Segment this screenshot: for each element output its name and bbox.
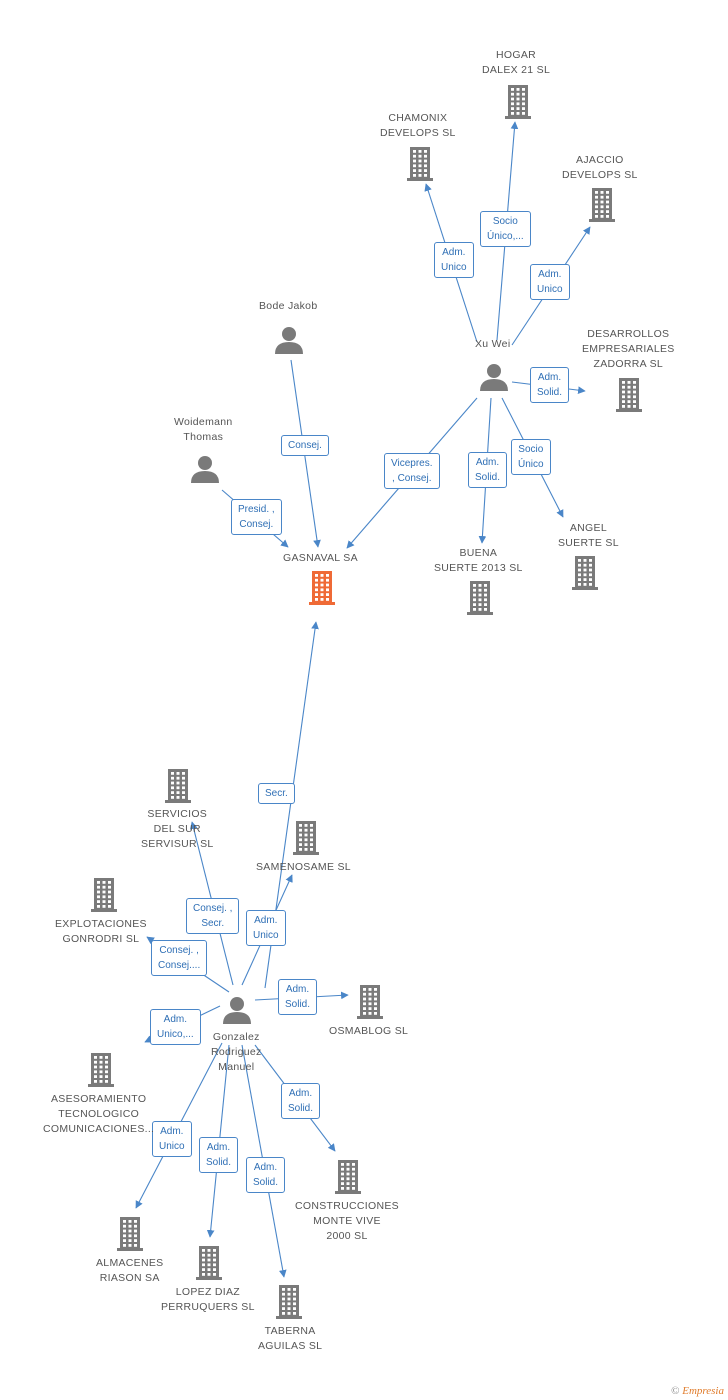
node-label-xuwei[interactable]: Xu Wei: [475, 338, 511, 350]
building-icon-ajaccio[interactable]: [589, 188, 615, 222]
building-icon-buena[interactable]: [467, 581, 493, 615]
node-label-hogar[interactable]: HOGAR DALEX 21 SL: [482, 49, 551, 76]
node-label-construcciones[interactable]: CONSTRUCCIONES MONTE VIVE 2000 SL: [295, 1200, 399, 1242]
building-icon-lopez[interactable]: [196, 1246, 222, 1280]
edge-label-woidemann-to-gasnaval[interactable]: Presid. , Consej.: [231, 499, 282, 535]
person-icon-woidemann[interactable]: [191, 456, 219, 483]
node-label-taberna[interactable]: TABERNA AGUILAS SL: [258, 1325, 323, 1352]
copyright-icon: ©: [671, 1385, 680, 1397]
person-icon-gonzalez[interactable]: [223, 997, 251, 1024]
icons-layer: [88, 85, 642, 1319]
edge-label-xuwei-to-chamonix[interactable]: Adm. Unico: [434, 242, 474, 278]
node-label-ajaccio[interactable]: AJACCIO DEVELOPS SL: [562, 154, 638, 181]
node-label-chamonix[interactable]: CHAMONIX DEVELOPS SL: [380, 112, 456, 139]
edge-label-gonzalez-to-asesoramiento[interactable]: Adm. Unico,...: [150, 1009, 201, 1045]
building-icon-gasnaval[interactable]: [309, 571, 335, 605]
credit: © Empresia: [671, 1385, 724, 1397]
building-icon-servicios[interactable]: [165, 769, 191, 803]
building-icon-explotaciones[interactable]: [91, 878, 117, 912]
node-label-gasnaval[interactable]: GASNAVAL SA: [283, 552, 358, 564]
building-icon-construcciones[interactable]: [335, 1160, 361, 1194]
edge-label-xuwei-to-buena[interactable]: Adm. Solid.: [468, 452, 508, 488]
node-label-almacenes[interactable]: ALMACENES RIASON SA: [96, 1257, 164, 1284]
building-icon-desarrollos[interactable]: [616, 378, 642, 412]
building-icon-chamonix[interactable]: [407, 147, 433, 181]
person-icon-bode[interactable]: [275, 327, 303, 354]
building-icon-taberna[interactable]: [276, 1285, 302, 1319]
edge-label-gonzalez-to-lopez[interactable]: Adm. Solid.: [199, 1137, 239, 1173]
edge-label-xuwei-to-hogar[interactable]: Socio Único,...: [480, 211, 531, 247]
edge-label-xuwei-to-ajaccio[interactable]: Adm. Unico: [530, 264, 570, 300]
edge-label-xuwei-to-gasnaval[interactable]: Vicepres. , Consej.: [384, 453, 440, 489]
edge-label-gonzalez-to-samenosame[interactable]: Adm. Unico: [246, 910, 286, 946]
building-icon-almacenes[interactable]: [117, 1217, 143, 1251]
node-label-desarrollos[interactable]: DESARROLLOS EMPRESARIALES ZADORRA SL: [582, 328, 675, 370]
node-label-samenosame[interactable]: SAMENOSAME SL: [256, 861, 351, 873]
edge-label-gonzalez-to-almacenes[interactable]: Adm. Unico: [152, 1121, 192, 1157]
edge-label-xuwei-to-angel[interactable]: Socio Único: [511, 439, 551, 475]
building-icon-samenosame[interactable]: [293, 821, 319, 855]
edge-label-gonzalez-to-osmablog[interactable]: Adm. Solid.: [278, 979, 318, 1015]
building-icon-asesoramiento[interactable]: [88, 1053, 114, 1087]
edge-label-bode-to-gasnaval[interactable]: Consej.: [281, 435, 329, 456]
building-icon-osmablog[interactable]: [357, 985, 383, 1019]
node-label-buena[interactable]: BUENA SUERTE 2013 SL: [434, 547, 523, 574]
edge-label-xuwei-to-desarrollos[interactable]: Adm. Solid.: [530, 367, 570, 403]
node-label-bode[interactable]: Bode Jakob: [259, 300, 318, 312]
node-label-gonzalez[interactable]: Gonzalez Rodriguez Manuel: [211, 1031, 262, 1073]
node-label-explotaciones[interactable]: EXPLOTACIONES GONRODRI SL: [55, 918, 147, 945]
edges-layer: [135, 121, 591, 1278]
person-icon-xuwei[interactable]: [480, 364, 508, 391]
building-icon-angel[interactable]: [572, 556, 598, 590]
building-icon-hogar[interactable]: [505, 85, 531, 119]
brand-logo[interactable]: Empresia: [682, 1385, 724, 1397]
node-label-servicios[interactable]: SERVICIOS DEL SUR SERVISUR SL: [141, 808, 214, 850]
edge-label-gonzalez-to-taberna[interactable]: Adm. Solid.: [246, 1157, 286, 1193]
edge-label-gonzalez-to-gasnaval[interactable]: Secr.: [258, 783, 295, 804]
edge-label-gonzalez-to-explotaciones[interactable]: Consej. , Consej....: [151, 940, 208, 976]
edge-label-gonzalez-to-construcciones[interactable]: Adm. Solid.: [281, 1083, 321, 1119]
edge-label-gonzalez-to-servicios[interactable]: Consej. , Secr.: [186, 898, 240, 934]
node-label-osmablog[interactable]: OSMABLOG SL: [329, 1025, 409, 1037]
node-label-lopez[interactable]: LOPEZ DIAZ PERRUQUERS SL: [161, 1286, 255, 1313]
node-label-woidemann[interactable]: Woidemann Thomas: [174, 416, 233, 443]
node-label-angel[interactable]: ANGEL SUERTE SL: [558, 522, 619, 549]
node-label-asesoramiento[interactable]: ASESORAMIENTO TECNOLOGICO COMUNICACIONES…: [43, 1093, 155, 1135]
